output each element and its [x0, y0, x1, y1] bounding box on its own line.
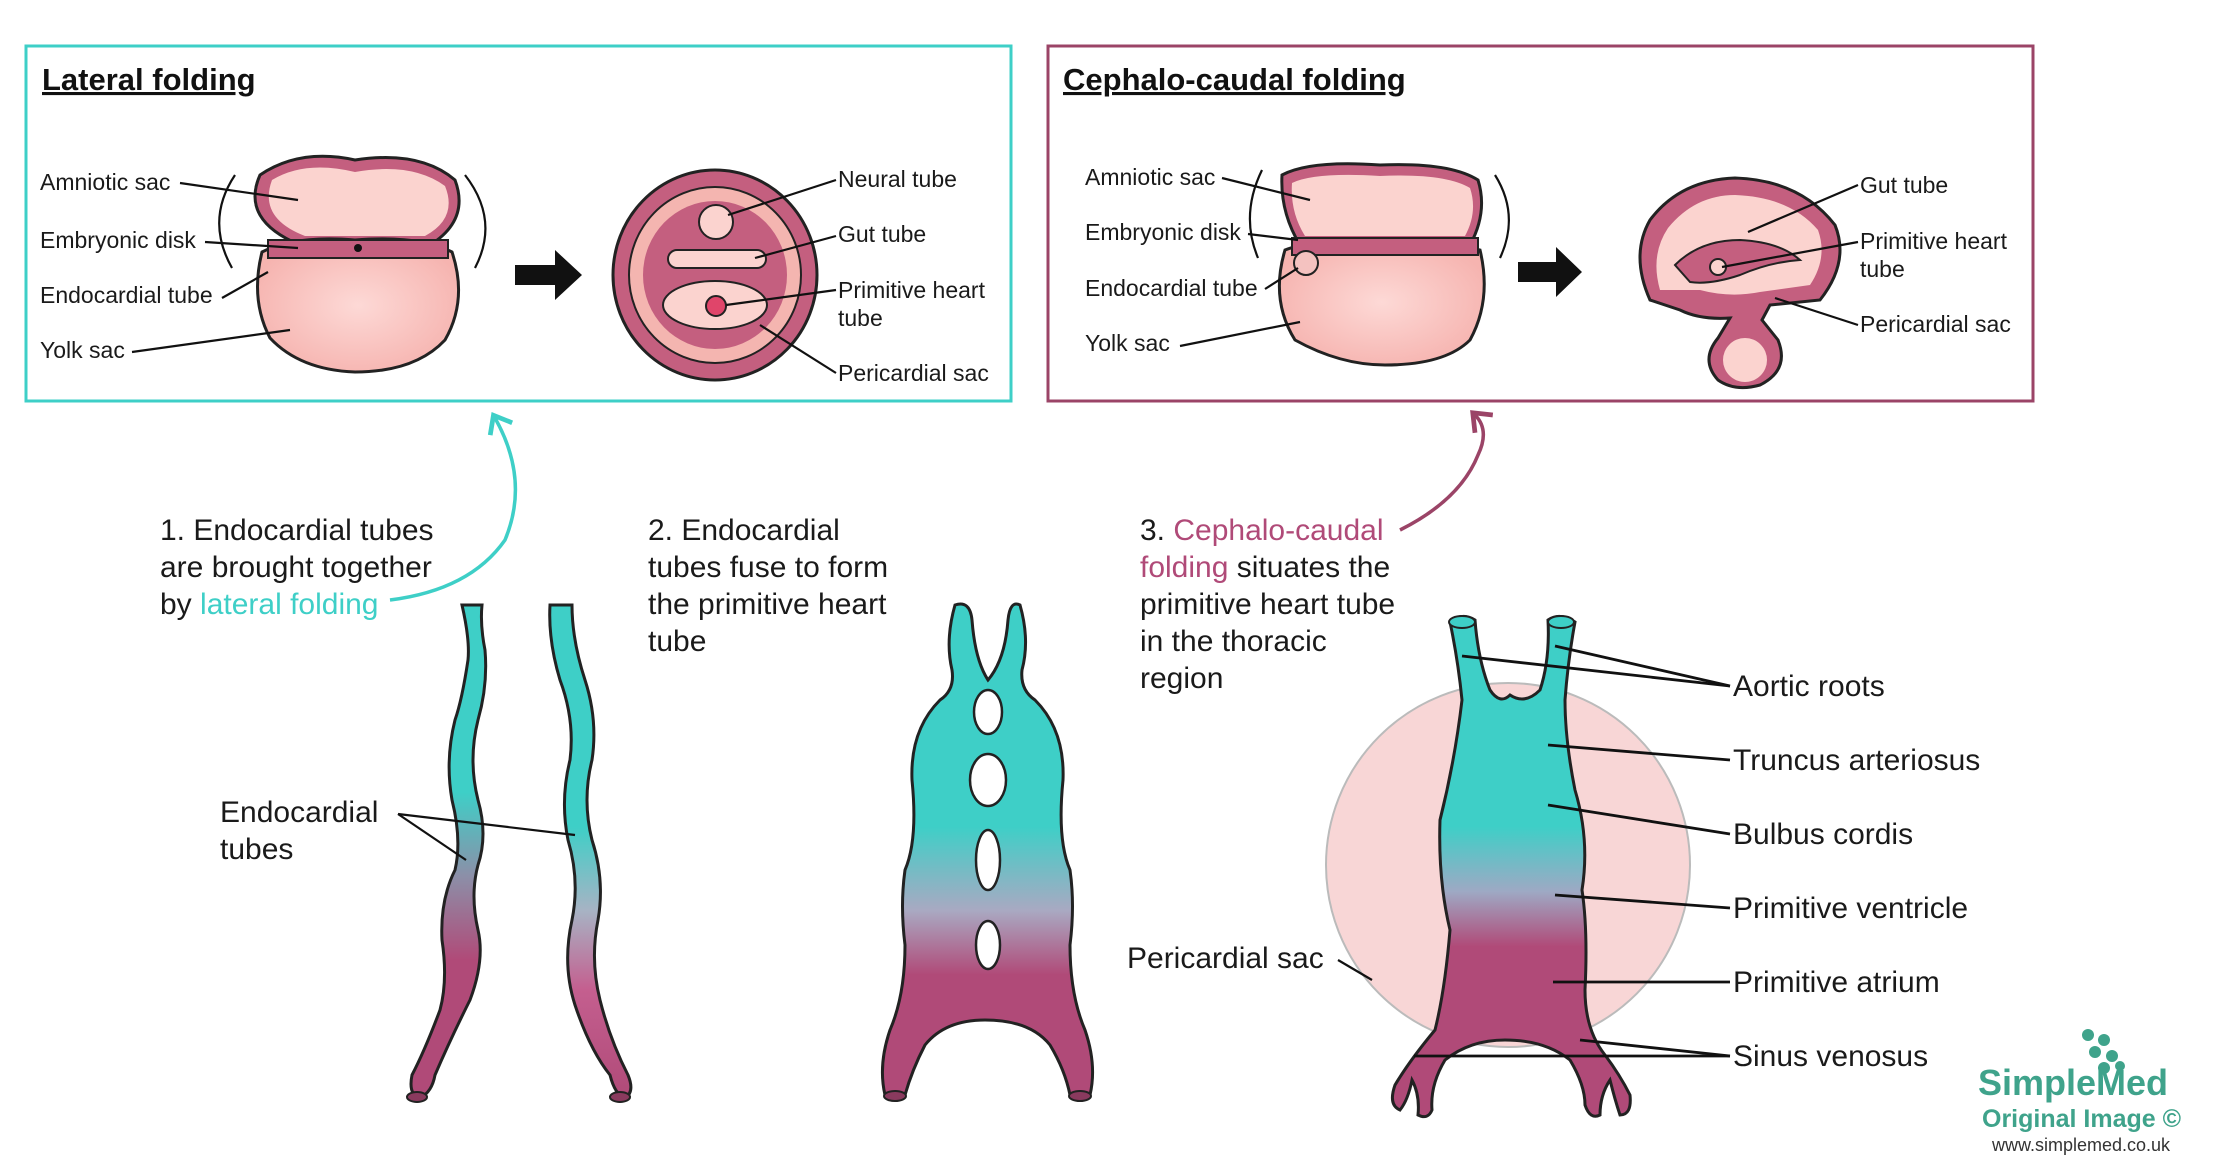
lateral-label-yolk-sac: Yolk sac — [40, 337, 125, 363]
logo-subtitle: Original Image © — [1982, 1105, 2182, 1133]
svg-text:3. Cephalo-caudal: 3. Cephalo-caudal — [1140, 514, 1384, 547]
cephalo-caudal-border — [1046, 44, 2035, 403]
lateral-label-primitive-heart-tube-1: Primitive heart — [838, 277, 986, 303]
svg-text:by lateral folding: by lateral folding — [160, 588, 378, 621]
fusion-gap-2 — [968, 752, 1008, 808]
lateral-folding-title: Lateral folding — [42, 62, 256, 97]
cephalo-embryo-after — [1638, 176, 1842, 390]
endocardial-tubes-label-1: Endocardial — [220, 796, 378, 829]
lateral-embryo-before — [218, 154, 487, 374]
right-endocardial-tube — [548, 603, 633, 1100]
fusion-gap-1 — [972, 688, 1004, 736]
cephalo-embryo-before — [1248, 162, 1510, 367]
cephalo-label-amniotic-sac: Amniotic sac — [1085, 164, 1215, 190]
stage-3-part-labels: Aortic roots Truncus arteriosus Bulbus c… — [1414, 644, 1980, 1073]
lateral-label-amniotic-sac: Amniotic sac — [40, 169, 170, 195]
cephalo-label-embryonic-disk: Embryonic disk — [1085, 219, 1241, 245]
label-aortic-roots: Aortic roots — [1733, 670, 1885, 703]
svg-text:region: region — [1140, 662, 1223, 695]
svg-text:1. Endocardial tubes: 1. Endocardial tubes — [160, 514, 434, 547]
svg-text:2. Endocardial: 2. Endocardial — [648, 514, 840, 547]
svg-text:are brought together: are brought together — [160, 551, 432, 584]
simplemed-logo: SimpleMed Original Image © www.simplemed… — [1978, 1029, 2182, 1155]
cephalo-label-gut-tube: Gut tube — [1860, 172, 1948, 198]
cephalo-callout-arrow — [1399, 410, 1494, 532]
step-2-text: 2. Endocardial tubes fuse to form the pr… — [648, 514, 888, 658]
fusion-gap-4 — [974, 919, 1002, 971]
svg-text:the primitive heart: the primitive heart — [648, 588, 887, 621]
cephalo-label-pericardial-sac: Pericardial sac — [1860, 311, 2011, 337]
cephalo-caudal-panel: Cephalo-caudal folding Amniotic sac Embr… — [1046, 44, 2035, 403]
lateral-label-neural-tube: Neural tube — [838, 166, 957, 192]
svg-text:folding situates the: folding situates the — [1140, 551, 1390, 584]
label-sinus-venosus: Sinus venosus — [1733, 1040, 1928, 1073]
stage-3-primitive-heart — [1325, 615, 1691, 1119]
label-bulbus-cordis: Bulbus cordis — [1733, 818, 1913, 851]
left-endocardial-tube — [409, 603, 488, 1100]
label-truncus-arteriosus: Truncus arteriosus — [1733, 744, 1980, 777]
stage-2-fused-heart-tube — [880, 602, 1095, 1102]
stage-1-endocardial-tubes — [406, 603, 633, 1103]
svg-text:in the thoracic: in the thoracic — [1140, 625, 1327, 658]
cephalo-label-yolk-sac: Yolk sac — [1085, 330, 1170, 356]
lateral-label-embryonic-disk: Embryonic disk — [40, 227, 196, 253]
lateral-embryo-after — [611, 168, 819, 382]
label-primitive-ventricle: Primitive ventricle — [1733, 892, 1968, 925]
cephalo-label-primitive-heart-tube-2: tube — [1860, 256, 1905, 282]
lateral-callout-arrow — [389, 411, 518, 602]
lateral-folding-panel: Lateral folding Amniotic sac Embryonic d… — [24, 44, 1013, 403]
step-3-text: 3. Cephalo-caudal folding situates the p… — [1140, 514, 1395, 695]
lateral-label-pericardial-sac: Pericardial sac — [838, 360, 989, 386]
cephalo-label-primitive-heart-tube-1: Primitive heart — [1860, 228, 2008, 254]
lateral-folding-border — [24, 44, 1013, 403]
endocardial-tubes-label-2: tubes — [220, 833, 293, 866]
cephalo-transition-arrow — [1518, 247, 1582, 297]
molecule-icon — [2082, 1029, 2125, 1074]
svg-text:primitive heart tube: primitive heart tube — [1140, 588, 1395, 621]
fusion-gap-3 — [974, 828, 1002, 892]
cephalo-label-endocardial-tube: Endocardial tube — [1085, 275, 1258, 301]
lateral-transition-arrow — [515, 250, 582, 300]
logo-url: www.simplemed.co.uk — [1991, 1135, 2171, 1155]
pericardial-sac-label: Pericardial sac — [1127, 942, 1324, 975]
lateral-label-gut-tube: Gut tube — [838, 221, 926, 247]
label-primitive-atrium: Primitive atrium — [1733, 966, 1940, 999]
lateral-label-primitive-heart-tube-2: tube — [838, 305, 883, 331]
svg-text:tubes fuse to form: tubes fuse to form — [648, 551, 888, 584]
svg-text:tube: tube — [648, 625, 706, 658]
cephalo-caudal-highlight: Cephalo-caudal — [1173, 514, 1383, 547]
logo-name: SimpleMed — [1978, 1062, 2168, 1103]
lateral-folding-highlight: lateral folding — [200, 588, 378, 621]
step-1-text: 1. Endocardial tubes are brought togethe… — [160, 514, 434, 621]
lateral-label-endocardial-tube: Endocardial tube — [40, 282, 213, 308]
cephalo-caudal-title: Cephalo-caudal folding — [1063, 62, 1406, 97]
